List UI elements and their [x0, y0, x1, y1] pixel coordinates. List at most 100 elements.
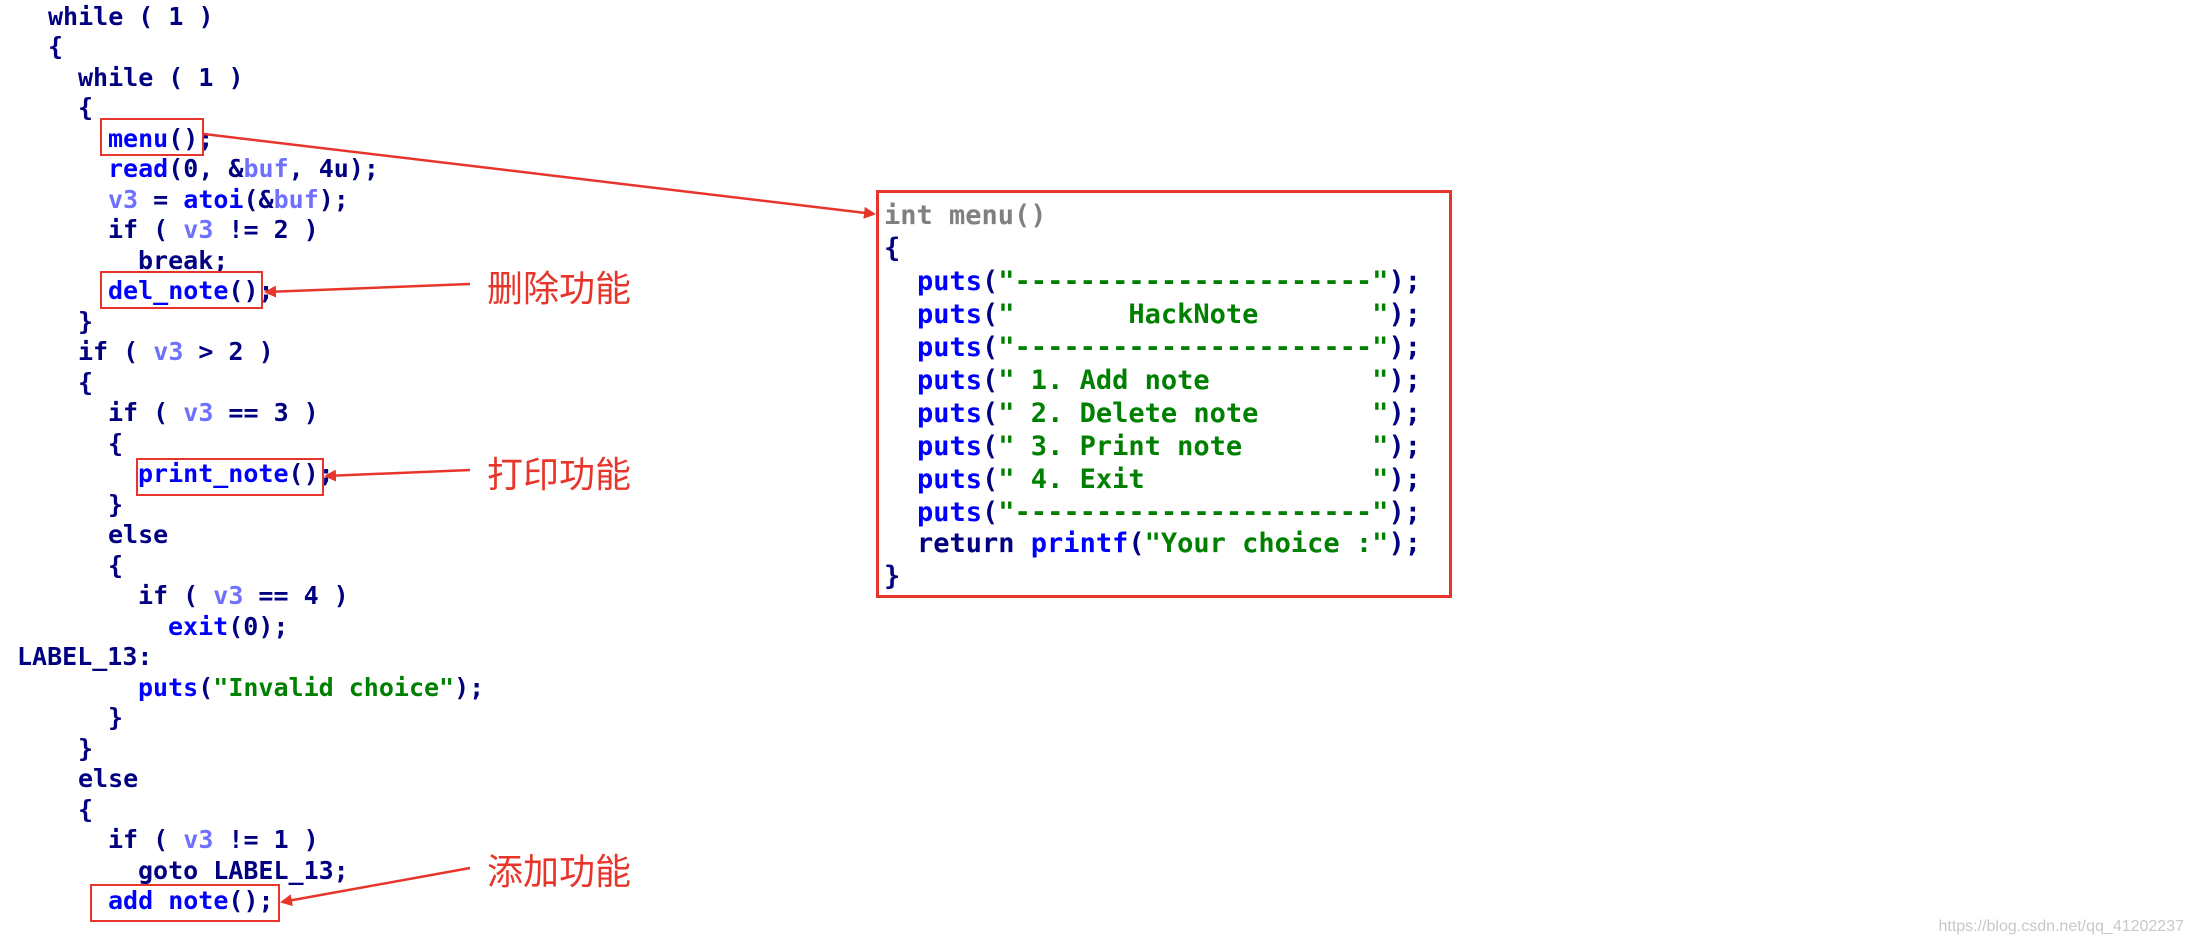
function-name: puts	[917, 497, 983, 528]
variable-name: v3	[183, 215, 214, 244]
del-note-highlight-box	[100, 271, 263, 309]
code-text: else	[108, 520, 169, 549]
code-line: v3 = atoi(&buf);	[108, 185, 349, 215]
code-text: );	[1388, 431, 1421, 462]
code-line-add-note-call[interactable]: add note();	[108, 886, 274, 916]
code-line: {	[108, 551, 123, 581]
code-line: {	[78, 795, 93, 825]
menu-return-line: return printf("Your choice :");	[917, 528, 1421, 559]
code-text: );	[1388, 365, 1421, 396]
code-text: (0, &	[168, 154, 244, 183]
menu-puts-line: puts(" 3. Print note ");	[917, 431, 1421, 462]
print-note-function-name[interactable]: print_note	[138, 459, 289, 488]
code-line: read(0, &buf, 4u);	[108, 154, 379, 184]
function-name: puts	[138, 673, 199, 702]
variable-name: v3	[183, 825, 214, 854]
menu-puts-line: puts("----------------------");	[917, 497, 1421, 528]
code-line: else	[78, 764, 138, 794]
function-name: read	[108, 154, 169, 183]
code-text: != 1 )	[213, 825, 319, 854]
code-line: if ( v3 > 2 )	[78, 337, 274, 367]
code-text: != 2 )	[213, 215, 319, 244]
code-text: =	[138, 185, 184, 214]
menu-puts-line: puts(" 2. Delete note ");	[917, 398, 1421, 429]
string-literal: " 4. Exit "	[998, 464, 1389, 495]
add-note-function-name[interactable]: add note	[108, 886, 229, 915]
add-function-annotation: 添加功能	[487, 852, 632, 893]
code-line: {	[48, 32, 63, 62]
code-text: (&	[243, 185, 274, 214]
code-text: {	[78, 795, 94, 824]
function-name: puts	[917, 365, 983, 396]
menu-function-name[interactable]: menu	[108, 124, 169, 153]
menu-puts-line: puts(" 1. Add note ");	[917, 365, 1421, 396]
code-line: }	[108, 490, 123, 520]
code-line-print-note-call[interactable]: print_note();	[138, 459, 334, 489]
function-name: puts	[917, 398, 983, 429]
code-text: == 3 )	[213, 398, 319, 427]
code-text: }	[78, 307, 94, 336]
delete-function-annotation: 删除功能	[487, 269, 632, 310]
string-literal: " 3. Print note "	[998, 431, 1389, 462]
code-text: );	[454, 673, 485, 702]
code-text: while ( 1 )	[48, 2, 214, 31]
code-text: , 4u);	[288, 154, 379, 183]
code-line: }	[78, 734, 93, 764]
code-text: > 2 )	[183, 337, 274, 366]
code-text: if (	[78, 337, 154, 366]
code-line: if ( v3 != 1 )	[108, 825, 319, 855]
code-line: }	[78, 307, 93, 337]
variable-name: v3	[108, 185, 139, 214]
code-text: {	[108, 551, 124, 580]
function-name: atoi	[183, 185, 244, 214]
code-line: }	[108, 703, 123, 733]
menu-function-panel: int menu() { puts("---------------------…	[876, 190, 1452, 598]
menu-signature: int menu()	[884, 200, 1047, 231]
code-line: break;	[138, 246, 228, 276]
menu-puts-line: puts("----------------------");	[917, 266, 1421, 297]
code-line: {	[78, 368, 93, 398]
code-text: if (	[108, 825, 184, 854]
code-text: );	[1388, 528, 1421, 559]
string-literal: "----------------------"	[998, 497, 1389, 528]
code-text: ();	[228, 886, 274, 915]
menu-call-highlight-box	[100, 118, 204, 156]
string-literal: " HackNote "	[998, 299, 1389, 330]
code-text: break;	[138, 246, 229, 275]
code-line: while ( 1 )	[78, 63, 244, 93]
code-line: if ( v3 == 4 )	[138, 581, 349, 611]
code-line: exit(0);	[168, 612, 288, 642]
string-literal: "Your choice :"	[1144, 528, 1389, 559]
code-text: goto LABEL_13;	[138, 856, 349, 885]
code-line: if ( v3 == 3 )	[108, 398, 319, 428]
code-line: else	[108, 520, 168, 550]
code-text: if (	[108, 215, 184, 244]
code-line: puts("Invalid choice");	[138, 673, 484, 703]
add-note-highlight-box	[90, 884, 280, 922]
del-note-function-name[interactable]: del_note	[108, 276, 229, 305]
function-name: puts	[917, 299, 983, 330]
code-text: while ( 1 )	[78, 63, 244, 92]
code-text: );	[1388, 497, 1421, 528]
code-line: goto LABEL_13;	[138, 856, 349, 886]
code-text: (0);	[228, 612, 289, 641]
string-literal: " 2. Delete note "	[998, 398, 1389, 429]
menu-puts-line: puts(" 4. Exit ");	[917, 464, 1421, 495]
code-text: == 4 )	[243, 581, 349, 610]
menu-puts-line: puts("----------------------");	[917, 332, 1421, 363]
code-text: if (	[138, 581, 214, 610]
code-line-del-note-call[interactable]: del_note();	[108, 276, 274, 306]
return-keyword: return	[917, 528, 1031, 559]
print-function-annotation: 打印功能	[487, 455, 632, 496]
code-line: {	[108, 429, 123, 459]
code-text: {	[78, 368, 94, 397]
variable-name: v3	[183, 398, 214, 427]
function-name: puts	[917, 464, 983, 495]
code-text: else	[78, 764, 139, 793]
code-text: }	[108, 703, 124, 732]
code-text: );	[1388, 266, 1421, 297]
code-text: (	[198, 673, 214, 702]
variable-name: v3	[153, 337, 184, 366]
string-literal: "----------------------"	[998, 266, 1389, 297]
